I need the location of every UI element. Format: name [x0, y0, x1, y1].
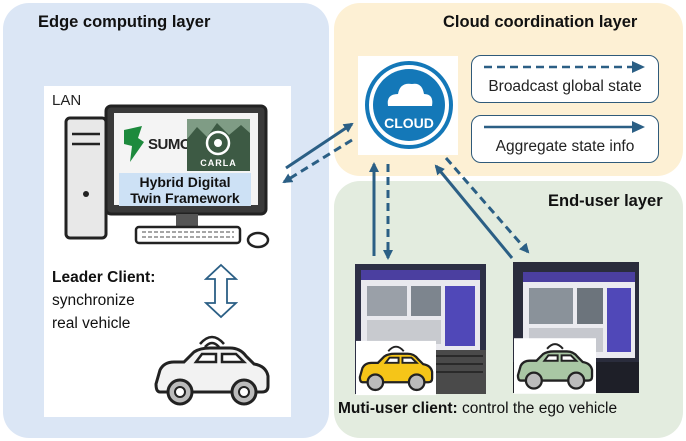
cloud-to-client2-arrow: [444, 157, 530, 254]
carla-label: CARLA: [200, 158, 237, 168]
sync-double-arrow-icon: [204, 263, 238, 319]
edge-to-cloud-arrow: [285, 122, 354, 170]
client2-to-cloud-arrow: [434, 164, 514, 259]
client1-vehicle-icon: [356, 340, 436, 396]
multi-user-client-title: Muti-user client:: [338, 400, 458, 417]
client1-photo: [355, 264, 486, 394]
cloud-to-edge-arrow: [282, 138, 353, 184]
cloud-layer-title: Cloud coordination layer: [443, 13, 638, 31]
aggregate-legend: Aggregate state info: [471, 115, 659, 163]
multi-user-client-caption: Muti-user client: control the ego vehicl…: [338, 400, 617, 418]
framework-line2: Twin Framework: [130, 190, 240, 206]
real-vehicle-icon: [154, 335, 270, 406]
sumo-label: SUMO: [148, 136, 192, 153]
leader-client-line2: real vehicle: [52, 315, 131, 332]
lan-label: LAN: [52, 92, 82, 109]
edge-layer-title: Edge computing layer: [38, 13, 211, 31]
multi-user-client-desc: control the ego vehicle: [457, 400, 618, 417]
cloud-label: CLOUD: [384, 115, 434, 131]
leader-client-line1: synchronize: [52, 292, 135, 309]
aggregate-label: Aggregate state info: [495, 138, 635, 155]
sumo-logo-icon: [124, 126, 144, 162]
cloud-icon: [365, 61, 453, 149]
leader-client-title: Leader Client:: [52, 269, 156, 286]
client2-vehicle-icon: [514, 338, 596, 394]
carla-logo: CARLA: [187, 119, 250, 171]
broadcast-legend: Broadcast global state: [471, 55, 659, 103]
broadcast-label: Broadcast global state: [488, 78, 642, 95]
framework-label-box: Hybrid Digital Twin Framework: [119, 173, 251, 206]
leader-client-text: Leader Client: synchronize real vehicle: [52, 266, 155, 335]
framework-line1: Hybrid Digital: [139, 174, 231, 190]
end-user-layer-title: End-user layer: [548, 192, 663, 210]
